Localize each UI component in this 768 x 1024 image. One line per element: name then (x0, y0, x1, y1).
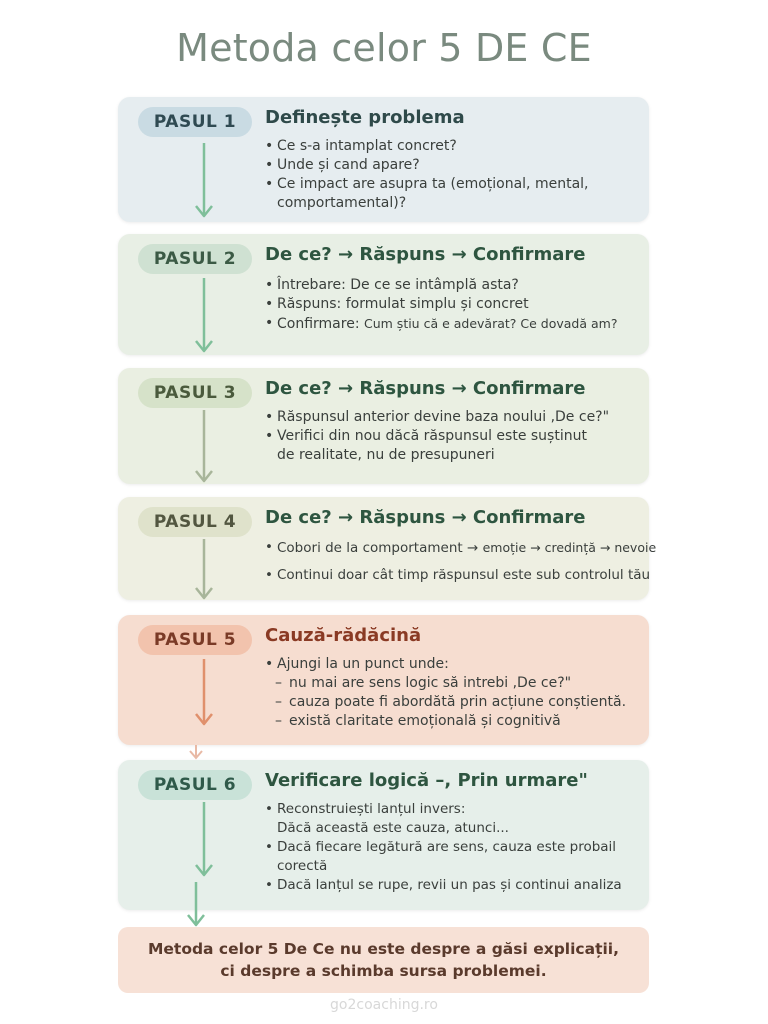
step-5-badge: PASUL 5 (138, 625, 252, 655)
conclusion-line-2: ci despre a schimba sursa problemei. (220, 962, 547, 980)
bullet-text: Cobori de la comportament → (277, 540, 483, 556)
step-5-arrow-icon (194, 659, 213, 727)
sub-bullet: există claritate emoțională și cognitivă (265, 712, 649, 731)
bullet-continuation: comportamental)? (277, 195, 407, 211)
step-1-badge: PASUL 1 (138, 107, 252, 137)
bullet: Unde și cand apare? (265, 156, 649, 175)
bullet: Dacă fiecare legătură are sens, cauza es… (265, 838, 649, 857)
bullet: Ce s-a intamplat concret? (265, 137, 649, 156)
step-2-title: De ce? → Răspuns → Confirmare (265, 244, 586, 265)
bullet: Reconstruiești lanțul invers: (265, 800, 649, 819)
step-2-bullets: Întrebare: De ce se intâmplă asta? Răspu… (265, 276, 649, 334)
conclusion-line-1: Metoda celor 5 De Ce nu este despre a gă… (147, 940, 620, 958)
confirm-text: Cum știu că e adevărat? Ce dovadă am? (364, 316, 618, 331)
connector-arrow-icon (186, 882, 206, 933)
confirm-label: Confirmare: (277, 316, 364, 332)
step-5-title: Cauză-rădăcină (265, 625, 422, 646)
bullet-continuation: corectă (277, 858, 328, 874)
footer-watermark: go2coaching.ro (330, 997, 438, 1013)
step-5-card: PASUL 5 Cauză-rădăcină Ajungi la un punc… (118, 615, 649, 745)
bullet-continuation: Dăcă această este cauza, atunci... (277, 820, 509, 836)
bullet: Întrebare: De ce se intâmplă asta? (265, 276, 649, 295)
step-6-arrow-icon (194, 802, 213, 878)
connector-arrow-icon (186, 745, 206, 766)
conclusion-box: Metoda celor 5 De Ce nu este despre a gă… (118, 927, 649, 993)
step-2-badge: PASUL 2 (138, 244, 252, 274)
bullet: Cobori de la comportament → emoție → cre… (265, 538, 656, 558)
step-6-title: Verificare logică –, Prin urmare" (265, 770, 588, 791)
bullet-text-chain: emoție → credință → nevoie (482, 540, 657, 555)
bullet-continuation: de realitate, nu de presupuneri (277, 447, 495, 463)
step-1-arrow-icon (194, 143, 213, 219)
page-title: Metoda celor 5 DE CE (176, 26, 592, 70)
step-2-card: PASUL 2 De ce? → Răspuns → Confirmare În… (118, 234, 649, 355)
bullet: Verifici din nou dăcă răspunsul este suș… (265, 427, 649, 446)
bullet: Ce impact are asupra ta (emoțional, ment… (265, 175, 649, 194)
bullet: Continui doar cât timp răspunsul este su… (265, 566, 650, 585)
step-6-card: PASUL 6 Verificare logică –, Prin urmare… (118, 760, 649, 910)
step-1-card: PASUL 1 Definește problema Ce s-a intamp… (118, 97, 649, 222)
step-6-bullets: Reconstruiești lanțul invers: Dăcă aceas… (265, 800, 649, 895)
bullet: Ajungi la un punct unde: (265, 655, 649, 674)
step-5-bullets: Ajungi la un punct unde: nu mai are sens… (265, 655, 649, 731)
step-6-badge: PASUL 6 (138, 770, 252, 800)
step-4-bullets: Cobori de la comportament → emoție → cre… (265, 538, 656, 585)
bullet: Răspunsul anterior devine baza noului ,D… (265, 408, 649, 427)
step-4-badge: PASUL 4 (138, 507, 252, 537)
bullet: Confirmare: Cum știu că e adevărat? Ce d… (265, 314, 649, 334)
step-4-arrow-icon (194, 539, 213, 601)
sub-bullet: nu mai are sens logic să intrebi ,De ce?… (265, 674, 649, 693)
step-3-card: PASUL 3 De ce? → Răspuns → Confirmare Ră… (118, 368, 649, 484)
sub-bullet: cauza poate fi abordătă prin acțiune con… (265, 693, 649, 712)
step-3-title: De ce? → Răspuns → Confirmare (265, 378, 586, 399)
step-3-arrow-icon (194, 410, 213, 484)
step-3-bullets: Răspunsul anterior devine baza noului ,D… (265, 408, 649, 465)
step-4-title: De ce? → Răspuns → Confirmare (265, 507, 586, 528)
step-1-bullets: Ce s-a intamplat concret? Unde și cand a… (265, 137, 649, 213)
step-4-card: PASUL 4 De ce? → Răspuns → Confirmare Co… (118, 497, 656, 601)
step-3-badge: PASUL 3 (138, 378, 252, 408)
step-2-arrow-icon (194, 278, 213, 354)
bullet: Răspuns: formulat simplu și concret (265, 295, 649, 314)
bullet: Dacă lanțul se rupe, revii un pas și con… (265, 876, 649, 895)
step-1-title: Definește problema (265, 107, 465, 128)
